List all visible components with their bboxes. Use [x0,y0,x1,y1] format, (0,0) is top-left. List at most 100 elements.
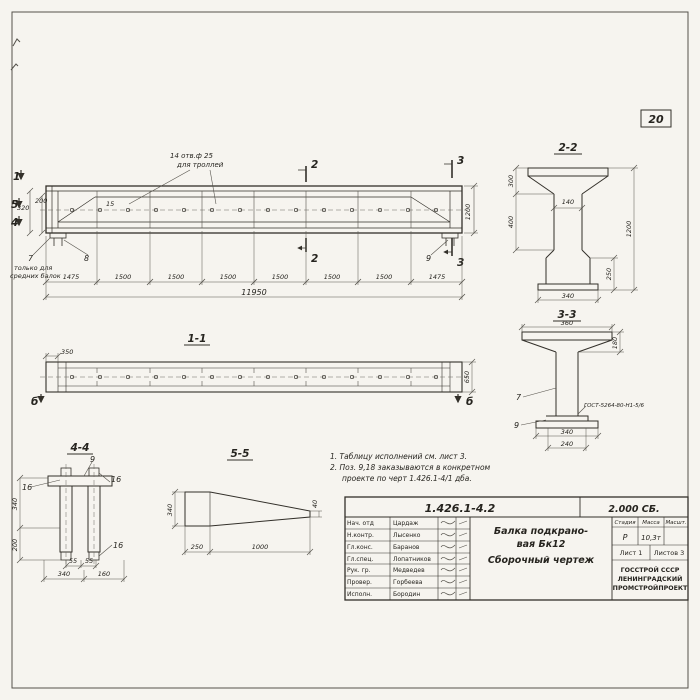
holes-note-line2: для троллей [176,161,224,169]
section-mark-b-right: б [454,394,473,408]
note-line3: проекте по черт 1.426.1-4/1 дба. [342,474,472,483]
trolley-holes [69,207,439,213]
note-line1: 1. Таблицу исполнений см. лист 3. [330,452,467,461]
holes-note-leaders [128,169,217,205]
stage-value: Р [623,533,628,542]
callout-16a: 16 [22,483,32,492]
callout-9: 9 [514,421,519,430]
svg-text:340: 340 [11,498,19,510]
section-mark-3: 3 3 [444,155,464,269]
svg-text:Гл.спец.: Гл.спец. [347,556,373,563]
section-5-5-title: 5-5 [231,448,250,460]
doc-code: 2.000 СБ. [608,504,659,515]
callout-8: 8 [84,254,89,263]
signature-rows: Нач. отд Цардаж Н.контр. Лысенко Гл.конс… [347,520,468,598]
fold-mark [10,38,21,71]
svg-text:б: б [31,396,38,408]
svg-text:1500: 1500 [168,273,185,281]
beam-elevation: 14 отв.ф 25 для троллей 2 2 3 3 1 5 4 [10,152,478,301]
callout-9: 9 [90,455,95,464]
elevation-right-dim: 1200 [464,182,478,237]
svg-text:Медведев: Медведев [393,567,425,574]
elevation-callouts: 7 8 9 только для средних балок [10,237,449,280]
section-4-4-title: 4-4 [70,442,90,454]
title-block: 1.426.1-4.2 2.000 СБ. Нач. отд Цардаж Н.… [344,496,689,601]
callout-16c: 16 [113,541,123,550]
stiffeners [96,191,412,228]
callout-9: 9 [426,254,431,263]
dim-320: 320 [17,204,29,212]
svg-text:300: 300 [507,175,515,187]
svg-text:Лопатников: Лопатников [393,556,431,563]
section-1-1-title: 1-1 [188,333,207,345]
svg-text:340: 340 [562,292,574,300]
svg-text:240: 240 [561,440,573,448]
svg-text:55: 55 [69,557,77,565]
section-1-1: 1-1 350 650 б б [31,333,476,408]
svg-text:2: 2 [311,159,318,171]
drawing-title-line1: Балка подкрано- [494,526,588,537]
dim-200: 200 [35,197,47,205]
section-4-4: 4-4 9 16 16 16 340 200 55 55 340 160 [11,442,128,583]
svg-text:340: 340 [166,504,174,516]
svg-text:3: 3 [457,155,464,167]
svg-text:4: 4 [10,217,18,229]
drawing-title-line3: Сборочный чертеж [488,555,595,566]
svg-text:5: 5 [11,199,18,211]
left-support [49,232,67,246]
page-number: 20 [648,113,664,126]
section-mark-b-left: б [31,394,45,408]
svg-text:650: 650 [463,371,471,383]
dim-1200: 1200 [464,204,472,221]
holes-note-line1: 14 отв.ф 25 [170,152,214,160]
section-3-3-title: 3-3 [558,309,577,321]
org-line3: ПРОМСТРОЙПРОЕКТ [613,583,688,592]
svg-text:Бородин: Бородин [393,591,420,598]
svg-text:40: 40 [311,500,319,508]
svg-text:1500: 1500 [376,273,393,281]
svg-text:250: 250 [191,543,203,551]
svg-text:1000: 1000 [252,543,269,551]
svg-text:Рук. гр.: Рук. гр. [347,567,371,574]
weld-note: ГОСТ-5264-80-Н1-5/6 [584,403,645,409]
svg-text:Исполн.: Исполн. [347,591,372,598]
scale-label: Масшт. [665,520,686,526]
section-2-2-title: 2-2 [559,142,578,154]
svg-text:140: 140 [562,198,574,206]
mass-value: 10,3т [641,534,662,542]
org-line1: ГОССТРОЙ СССР [621,565,680,574]
svg-text:250: 250 [605,268,613,280]
svg-text:1: 1 [13,171,20,183]
svg-text:Нач. отд: Нач. отд [347,520,374,527]
svg-text:1500: 1500 [324,273,341,281]
svg-text:Лысенко: Лысенко [393,532,421,539]
callout-7: 7 [28,254,34,263]
svg-text:Гл.конс.: Гл.конс. [347,544,373,551]
date-marks [458,520,468,596]
svg-text:Цардаж: Цардаж [393,520,419,527]
section-mark-4: 4 [10,216,23,229]
svg-text:200: 200 [11,539,19,551]
left-note-line2: средних балок [10,272,61,280]
mass-label: Масса [642,520,660,526]
svg-text:б: б [466,396,473,408]
svg-text:1500: 1500 [220,273,237,281]
stage-label: Стадия [614,520,636,526]
svg-text:180: 180 [611,337,619,349]
section-mark-1: 1 [13,170,25,183]
note-line2: 2. Поз. 9,18 заказываются в конкретном [330,463,491,472]
svg-text:Н.контр.: Н.контр. [347,532,374,539]
elevation-left-dims: 320 200 [17,187,47,237]
section-3-3: 3-3 360 180 340 240 7 9 ГОСТ-5264-80-Н1-… [514,309,645,452]
svg-text:3: 3 [457,257,464,269]
svg-text:1500: 1500 [115,273,132,281]
svg-text:1475: 1475 [429,273,446,281]
drawing-title-line2: вая Бк12 [517,539,566,550]
notes: 1. Таблицу исполнений см. лист 3. 2. Поз… [330,452,491,483]
svg-text:340: 340 [58,570,70,578]
svg-text:400: 400 [507,216,515,228]
section-mark-5: 5 [11,198,23,211]
page-number-box: 20 [640,109,672,128]
callout-7: 7 [516,393,522,402]
